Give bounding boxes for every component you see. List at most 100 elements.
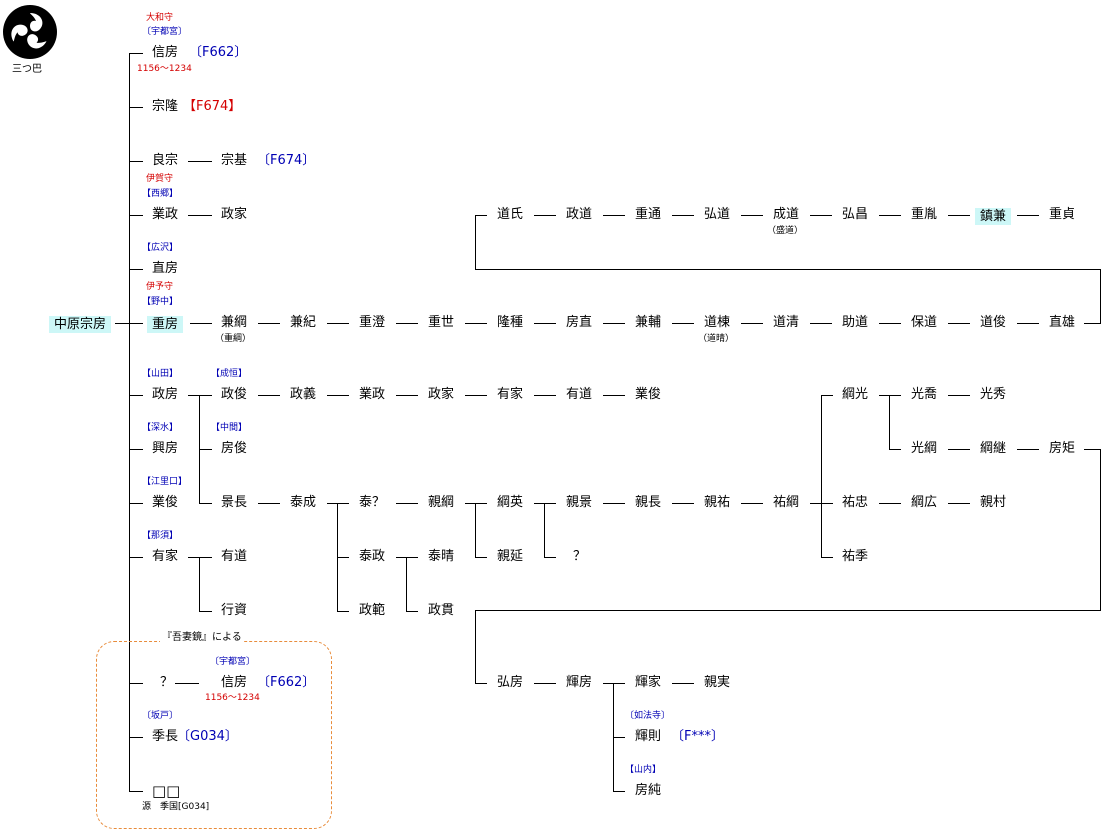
connector	[948, 503, 970, 504]
connector	[396, 503, 418, 504]
connector	[129, 215, 143, 216]
person: 業政	[359, 387, 386, 402]
note-alt-name: （重綱）	[215, 334, 252, 344]
person: 政義	[290, 387, 317, 402]
person: 綱英	[497, 495, 524, 510]
person: 輝房	[566, 675, 593, 690]
person: 兼紀	[290, 315, 317, 330]
person: 景長	[221, 495, 248, 510]
note-years2: 1156〜1234	[205, 693, 260, 703]
connector	[879, 503, 901, 504]
person: 成道	[773, 207, 800, 222]
connector	[1017, 215, 1039, 216]
person: 重通	[635, 207, 662, 222]
ref-f662: 〔F662〕	[189, 45, 248, 60]
note-yamada: 【山田】	[142, 369, 179, 379]
person-narimasa: 業政	[152, 207, 179, 222]
note-iyo: 伊予守	[146, 282, 174, 292]
connector	[188, 161, 212, 162]
person: 親村	[980, 495, 1007, 510]
connector	[188, 215, 212, 216]
note-yamato: 大和守	[146, 13, 174, 23]
person: 有家	[152, 549, 179, 564]
person: 有道	[221, 549, 248, 564]
connector	[465, 395, 487, 396]
connector	[1017, 323, 1039, 324]
connector	[613, 683, 625, 684]
person-unknown: ？	[573, 549, 587, 564]
person: 親実	[704, 675, 731, 690]
connector	[129, 449, 143, 450]
connector	[327, 323, 349, 324]
connector	[129, 53, 130, 791]
connector	[810, 323, 832, 324]
person: 泰晴	[428, 549, 455, 564]
connector	[258, 503, 280, 504]
person: 兼綱	[221, 315, 248, 330]
person-munetaka: 宗隆	[152, 99, 179, 114]
person: 親綱	[428, 495, 455, 510]
person: 政貫	[428, 603, 455, 618]
connector	[1100, 449, 1101, 611]
connector	[475, 503, 487, 504]
connector	[741, 323, 763, 324]
connector	[534, 215, 556, 216]
connector	[613, 791, 625, 792]
person: 政房	[152, 387, 179, 402]
connector	[327, 503, 337, 504]
connector	[821, 395, 822, 558]
person: 道清	[773, 315, 800, 330]
connector	[129, 161, 143, 162]
connector	[1017, 449, 1039, 450]
person: 綱広	[911, 495, 938, 510]
connector	[889, 395, 901, 396]
connector	[741, 215, 763, 216]
connector	[544, 503, 556, 504]
connector	[534, 683, 556, 684]
connector	[534, 503, 544, 504]
connector	[465, 323, 487, 324]
connector	[741, 503, 763, 504]
note-minamoto: 源 季国[G034]	[142, 802, 210, 812]
person: 業俊	[635, 387, 662, 402]
person: 祐忠	[842, 495, 869, 510]
connector	[475, 215, 487, 216]
person: 重胤	[911, 207, 938, 222]
person: 道俊	[980, 315, 1007, 330]
connector	[190, 323, 212, 324]
person: 祐季	[842, 549, 869, 564]
person: 政家	[428, 387, 455, 402]
connector	[406, 611, 418, 612]
note-utsunomiya2: 〔宇都宮〕	[210, 657, 256, 667]
person: 房俊	[221, 441, 248, 456]
connector	[603, 503, 625, 504]
connector	[406, 557, 407, 612]
person-nobufusa: 信房	[152, 45, 179, 60]
person-munemoto: 宗基	[221, 153, 248, 168]
connector	[129, 503, 143, 504]
person: 兼輔	[635, 315, 662, 330]
person: 親景	[566, 495, 593, 510]
person: 泰？	[359, 495, 386, 510]
person: 泰政	[359, 549, 386, 564]
person: 輝則	[635, 729, 662, 744]
person: 光秀	[980, 387, 1007, 402]
connector	[188, 395, 200, 396]
connector	[889, 395, 890, 450]
person: 房純	[635, 783, 662, 798]
person: 有道	[566, 387, 593, 402]
connector	[175, 683, 199, 684]
connector	[258, 395, 280, 396]
connector	[337, 503, 349, 504]
connector	[889, 449, 901, 450]
connector	[199, 449, 212, 450]
note-alt-name: （盛道）	[767, 226, 804, 236]
note-iga: 伊賀守	[146, 174, 174, 184]
person: 重澄	[359, 315, 386, 330]
ref-f674: 【F674】	[183, 99, 242, 114]
connector	[1100, 269, 1101, 324]
connector	[672, 683, 694, 684]
connector	[879, 215, 901, 216]
connector	[129, 395, 143, 396]
